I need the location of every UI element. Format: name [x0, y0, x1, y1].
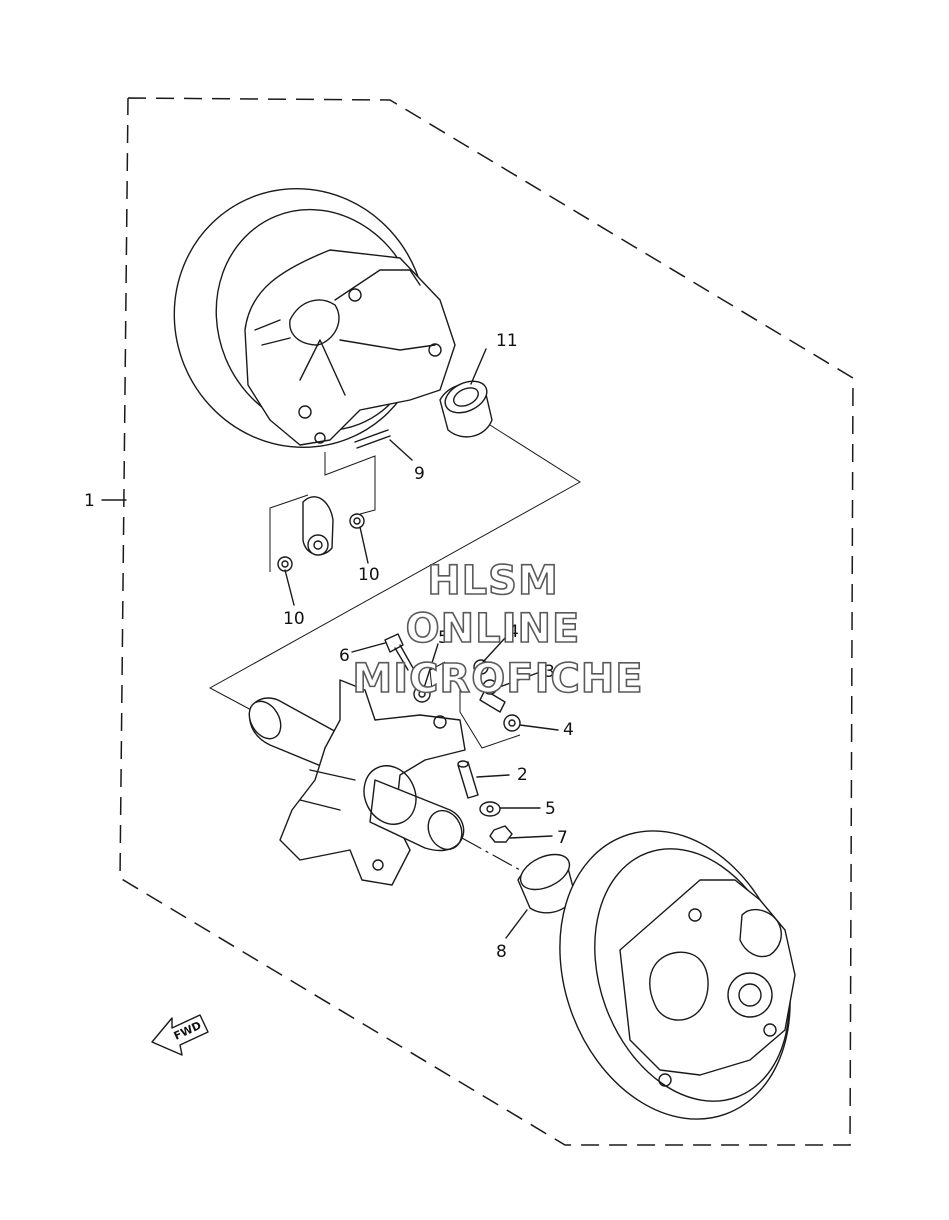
collar-5-upper: [413, 685, 431, 703]
callout-5-lower: 5: [545, 799, 556, 819]
bolt-6: [384, 633, 414, 671]
callout-4-upper: 4: [508, 622, 519, 642]
watermark: HLSM ONLINE MICROFICHE: [352, 557, 644, 703]
callout-5-upper: 5: [438, 628, 449, 648]
spider-shaft: [248, 679, 466, 886]
pin-3: [479, 679, 506, 713]
fwd-arrow-icon: FWD: [151, 1014, 209, 1056]
callout-7: 7: [557, 828, 568, 848]
callout-10-lower: 10: [283, 609, 305, 629]
nut-7: [489, 825, 513, 843]
callout-2: 2: [517, 765, 528, 785]
bushing-8: [517, 853, 576, 914]
washer-10-right: [349, 513, 365, 529]
nut-4-upper: [473, 659, 489, 675]
callout-10-upper: 10: [358, 565, 380, 585]
callout-9: 9: [414, 464, 425, 484]
weight-roller: [302, 496, 334, 556]
watermark-line-2: ONLINE: [406, 606, 581, 652]
callout-11: 11: [496, 331, 518, 351]
callout-3: 3: [544, 662, 555, 682]
assembly-boundary: [119, 97, 854, 1146]
nut-4-lower: [503, 714, 521, 732]
pin-9: [354, 429, 389, 443]
bushing-11: [439, 380, 493, 438]
washer-10-left: [277, 556, 293, 572]
watermark-line-3: MICROFICHE: [352, 656, 643, 702]
pin-2: [457, 760, 479, 799]
collar-5-lower: [479, 801, 501, 817]
leader-lines: [284, 348, 559, 939]
upper-sheave: [173, 187, 456, 449]
lower-sheave: [559, 830, 796, 1120]
watermark-line-1: HLSM: [427, 558, 559, 604]
callout-1: 1: [84, 491, 95, 511]
callout-8: 8: [496, 942, 507, 962]
callout-6: 6: [339, 646, 350, 666]
callout-4-lower: 4: [563, 720, 574, 740]
